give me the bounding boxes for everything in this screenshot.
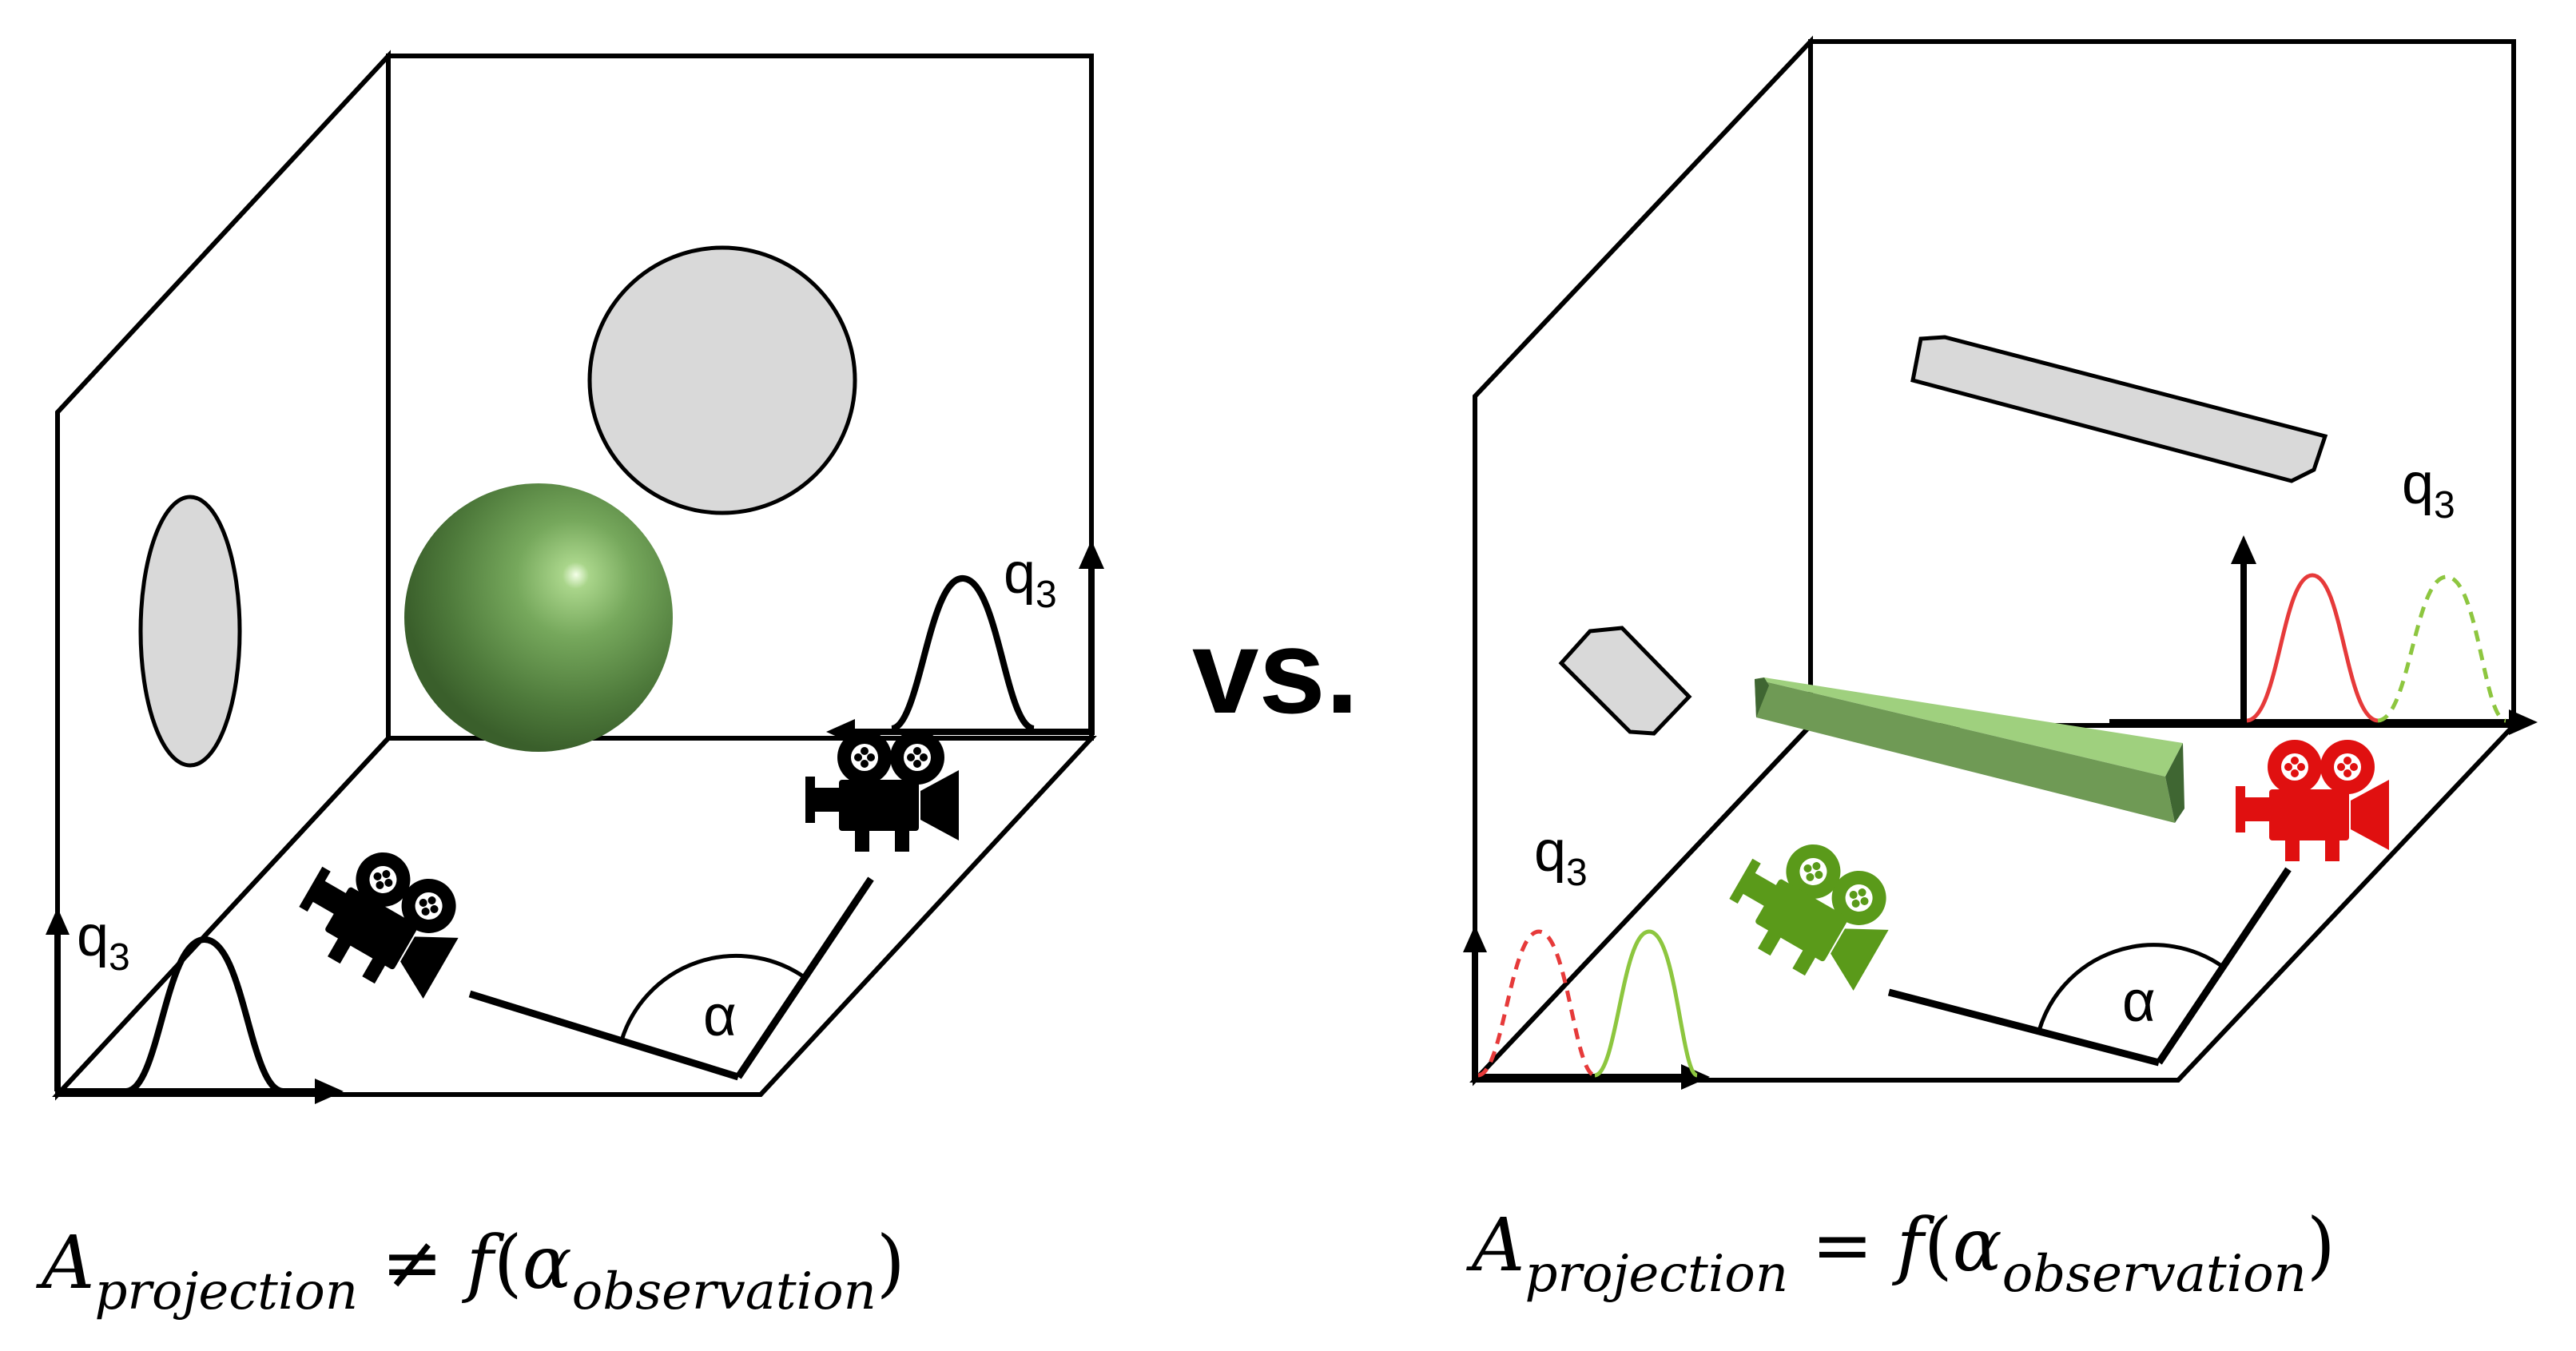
side-rod-silhouette <box>1558 626 1692 736</box>
side-y-arrowhead <box>1463 925 1487 952</box>
back-x-arrowhead <box>2509 709 2538 735</box>
left-panel: q3 q3 α Aprojection ≠ f(αobservation) <box>35 50 1104 1321</box>
angle-line-b <box>2156 867 2292 1065</box>
angle-arc <box>619 953 807 1041</box>
back-curve-green-dashed <box>2377 574 2506 723</box>
side-silhouette-ellipse <box>138 495 242 768</box>
back-y-arrowhead <box>2231 535 2256 564</box>
side-y-arrowhead <box>46 908 70 935</box>
side-q3-label: q3 <box>77 904 130 979</box>
green-rod <box>1755 677 2184 823</box>
back-rod-silhouette <box>1910 335 2328 483</box>
camera-green-icon <box>1715 818 1909 1001</box>
left-box-floor <box>52 736 1097 1097</box>
camera-red-icon <box>2236 740 2389 861</box>
angle-label: α <box>703 984 737 1048</box>
back-curve-red <box>2246 573 2379 723</box>
camera-right-icon <box>805 730 959 852</box>
left-formula: Aprojection ≠ f(αobservation) <box>35 1220 905 1321</box>
angle-arc <box>2037 943 2224 1031</box>
right-formula: Aprojection = f(αobservation) <box>1465 1202 2335 1304</box>
side-curve-red-dashed <box>1477 929 1596 1078</box>
back-distribution-curve <box>890 575 1036 732</box>
green-sphere <box>404 483 673 752</box>
side-distribution-curve <box>125 936 284 1095</box>
back-q3-label: q3 <box>2402 452 2455 526</box>
camera-left-icon <box>284 826 479 1009</box>
side-q3-label: q3 <box>1534 820 1588 894</box>
left-box <box>52 50 1097 1101</box>
right-panel: q3 q3 α Aprojection = f(αobservation) <box>1463 35 2538 1304</box>
right-box <box>1469 35 2519 1087</box>
right-box-back-wall <box>1808 39 2516 728</box>
vs-label: vs. <box>1192 604 1359 738</box>
side-curve-green <box>1594 929 1699 1078</box>
back-silhouette-circle <box>587 245 857 515</box>
side-x-arrowhead <box>315 1079 344 1104</box>
angle-line-a <box>1887 988 2161 1067</box>
back-q3-label: q3 <box>1004 542 1057 616</box>
side-x-arrowhead <box>1681 1064 1710 1090</box>
angle-label: α <box>2122 970 2156 1034</box>
back-y-arrowhead <box>1079 540 1104 569</box>
angle-line-a <box>468 990 740 1081</box>
